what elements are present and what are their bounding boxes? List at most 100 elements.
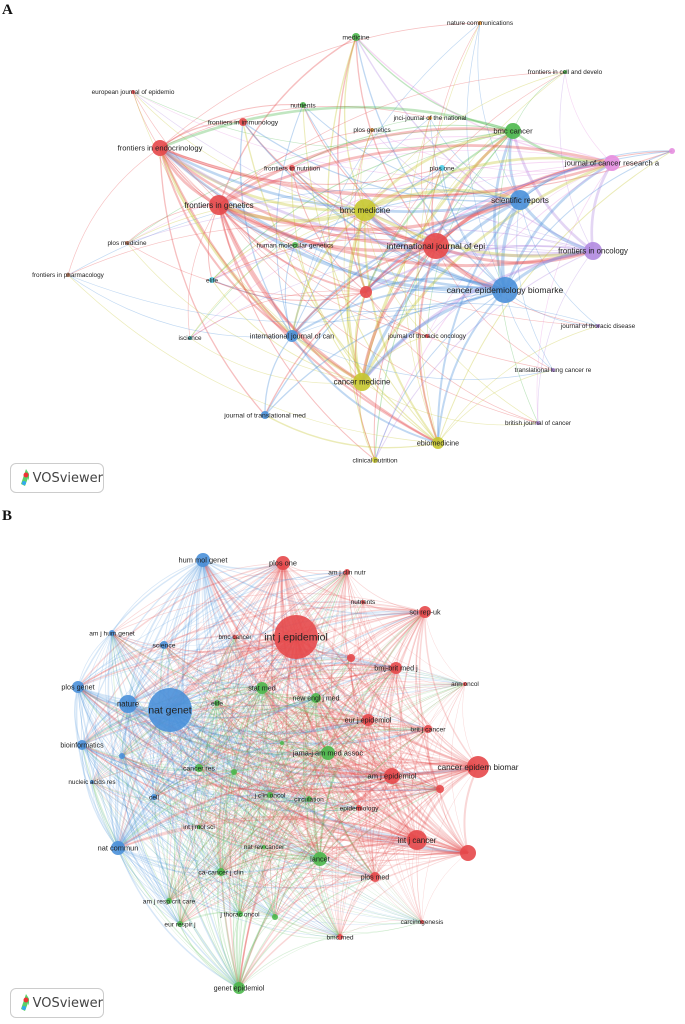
network-node[interactable] <box>313 852 327 866</box>
network-node[interactable] <box>478 21 482 25</box>
network-node[interactable] <box>407 830 427 850</box>
network-node[interactable] <box>77 740 87 750</box>
network-node[interactable] <box>436 785 444 793</box>
network-node[interactable] <box>196 553 210 567</box>
network-node[interactable] <box>131 90 135 94</box>
network-node[interactable] <box>214 700 220 706</box>
link-line <box>111 569 348 634</box>
network-node[interactable] <box>276 556 290 570</box>
network-node[interactable] <box>274 615 318 659</box>
network-node[interactable] <box>370 872 380 882</box>
network-node[interactable] <box>306 796 312 802</box>
network-node[interactable] <box>267 792 273 798</box>
network-node[interactable] <box>420 920 424 924</box>
network-node[interactable] <box>492 277 518 303</box>
network-node[interactable] <box>233 635 237 639</box>
network-node[interactable] <box>148 688 192 732</box>
network-node[interactable] <box>125 241 129 245</box>
network-node[interactable] <box>337 934 343 940</box>
network-node[interactable] <box>669 148 675 154</box>
link-line <box>168 771 235 902</box>
network-node[interactable] <box>510 190 530 210</box>
network-node[interactable] <box>261 411 269 419</box>
network-node[interactable] <box>111 841 125 855</box>
network-node[interactable] <box>360 286 372 298</box>
network-node[interactable] <box>353 373 371 391</box>
network-node[interactable] <box>428 116 432 120</box>
link-line <box>111 632 200 828</box>
network-node[interactable] <box>352 33 360 41</box>
network-node[interactable] <box>160 641 168 649</box>
link-line <box>238 683 466 989</box>
network-node[interactable] <box>109 630 115 636</box>
link-line <box>426 728 441 790</box>
network-node[interactable] <box>467 756 489 778</box>
network-node[interactable] <box>425 334 429 338</box>
network-node[interactable] <box>432 437 444 449</box>
network-node[interactable] <box>361 600 365 604</box>
link-line <box>117 794 271 849</box>
network-node[interactable] <box>209 195 229 215</box>
link-line <box>395 611 426 669</box>
network-node[interactable] <box>151 794 157 800</box>
network-node[interactable] <box>188 336 192 340</box>
network-node[interactable] <box>195 764 203 772</box>
network-node[interactable] <box>300 102 306 108</box>
network-node[interactable] <box>390 662 402 674</box>
network-node[interactable] <box>419 606 431 618</box>
network-node[interactable] <box>119 753 125 759</box>
link-line <box>195 559 235 773</box>
link-line <box>261 687 329 754</box>
network-node[interactable] <box>584 242 602 260</box>
network-node[interactable] <box>197 825 201 829</box>
network-node[interactable] <box>239 118 247 126</box>
network-node[interactable] <box>604 155 620 171</box>
network-node[interactable] <box>217 868 225 876</box>
network-node[interactable] <box>505 123 521 139</box>
network-node[interactable] <box>119 695 137 713</box>
network-node[interactable] <box>262 845 266 849</box>
link-line <box>239 752 329 915</box>
network-node[interactable] <box>209 277 215 283</box>
network-node[interactable] <box>166 898 172 904</box>
network-node[interactable] <box>177 921 183 927</box>
network-node[interactable] <box>292 242 298 248</box>
network-node[interactable] <box>354 199 376 221</box>
network-node[interactable] <box>362 714 374 726</box>
network-node[interactable] <box>66 273 70 277</box>
network-node[interactable] <box>280 741 284 745</box>
network-node[interactable] <box>463 682 467 686</box>
network-node[interactable] <box>551 368 555 372</box>
network-node[interactable] <box>439 165 445 171</box>
link-line <box>117 657 352 849</box>
network-node[interactable] <box>344 569 350 575</box>
network-node[interactable] <box>356 805 362 811</box>
link-line <box>263 788 441 848</box>
network-node[interactable] <box>384 768 400 784</box>
network-node[interactable] <box>237 911 243 917</box>
network-node[interactable] <box>372 457 378 463</box>
network-node[interactable] <box>370 128 374 132</box>
network-node[interactable] <box>90 780 94 784</box>
node-label: plos medicine <box>107 240 147 247</box>
network-node[interactable] <box>72 681 84 693</box>
network-node[interactable] <box>233 982 245 994</box>
network-node[interactable] <box>286 330 298 342</box>
network-node[interactable] <box>311 693 321 703</box>
network-node[interactable] <box>256 682 268 694</box>
network-node[interactable] <box>347 654 355 662</box>
network-node[interactable] <box>563 70 567 74</box>
network-node[interactable] <box>321 746 335 760</box>
node-label: iscience <box>178 335 202 342</box>
link-line <box>163 559 204 646</box>
network-node[interactable] <box>596 324 600 328</box>
network-node[interactable] <box>423 233 449 259</box>
link-line <box>81 744 271 797</box>
network-node[interactable] <box>536 421 540 425</box>
network-node[interactable] <box>289 165 295 171</box>
network-node[interactable] <box>272 914 278 920</box>
network-node[interactable] <box>424 725 432 733</box>
network-node[interactable] <box>460 845 476 861</box>
network-node[interactable] <box>152 140 168 156</box>
network-node[interactable] <box>231 769 237 775</box>
